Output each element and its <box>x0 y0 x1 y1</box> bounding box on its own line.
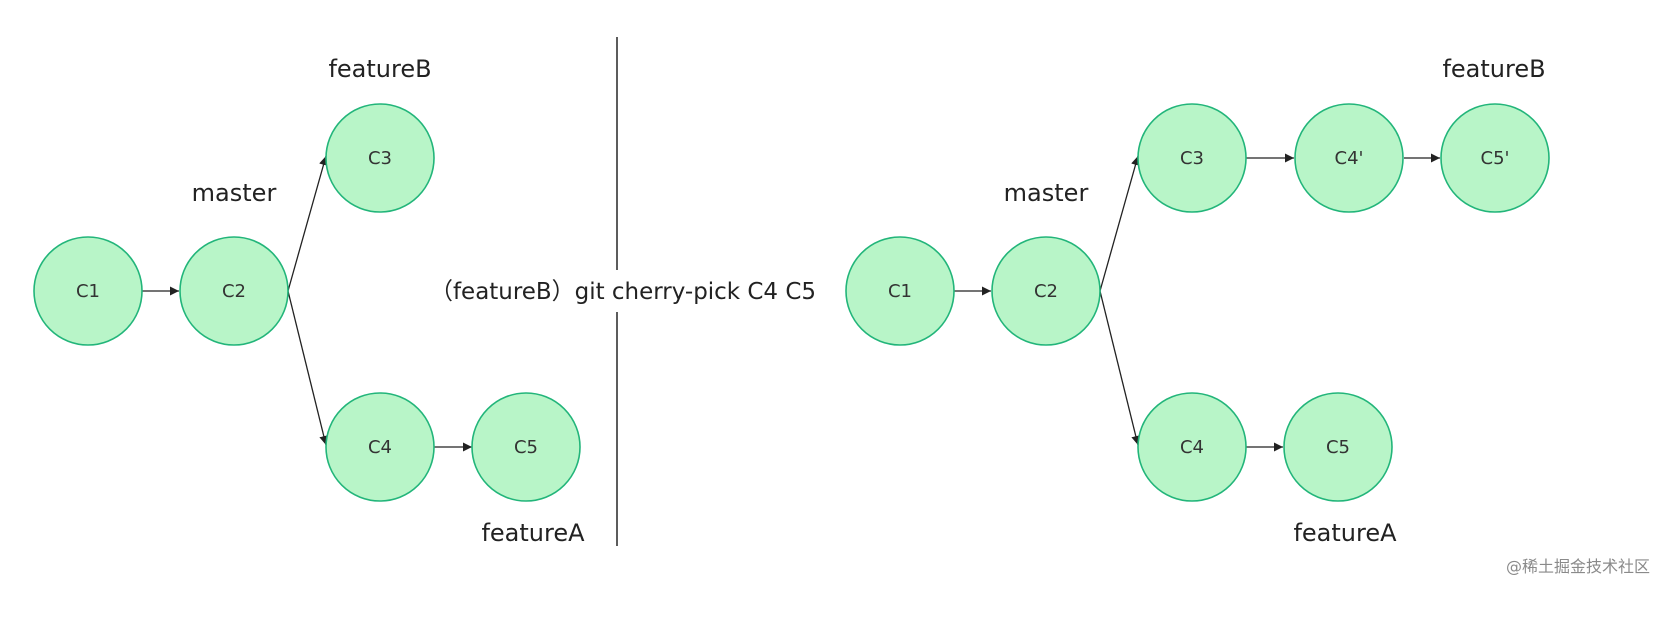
right-panel: C1 C2 C3 C4' C5' C4 <box>845 55 1550 547</box>
left-node-c4-label: C4 <box>368 437 392 458</box>
right-edge-c2-c3 <box>1099 155 1140 292</box>
right-node-c3-label: C3 <box>1180 148 1204 169</box>
right-node-c2-label: C2 <box>1034 281 1058 302</box>
right-node-c5-prime: C5' <box>1440 103 1550 213</box>
left-node-c2: C2 <box>179 236 289 346</box>
right-node-c5-prime-label: C5' <box>1481 148 1510 169</box>
left-edge-c2-c4 <box>287 290 329 446</box>
left-panel: C1 C2 C3 C4 C5 master featureB featureA <box>33 55 585 547</box>
left-node-c1: C1 <box>33 236 143 346</box>
left-node-c3: C3 <box>325 103 435 213</box>
left-node-c3-label: C3 <box>368 148 392 169</box>
right-label-featureB: featureB <box>1442 55 1545 83</box>
right-node-c5: C5 <box>1283 392 1393 502</box>
right-label-featureA: featureA <box>1293 519 1397 547</box>
right-node-c4-prime-label: C4' <box>1335 148 1364 169</box>
left-node-c2-label: C2 <box>222 281 246 302</box>
left-label-featureB: featureB <box>328 55 431 83</box>
right-node-c5-label: C5 <box>1326 437 1350 458</box>
cherry-pick-command: （featureB）git cherry-pick C4 C5 <box>430 277 816 305</box>
left-node-c1-label: C1 <box>76 281 100 302</box>
right-node-c4: C4 <box>1137 392 1247 502</box>
right-node-c2: C2 <box>991 236 1101 346</box>
watermark-text: @稀土掘金技术社区 <box>1506 557 1650 576</box>
right-node-c3: C3 <box>1137 103 1247 213</box>
left-label-featureA: featureA <box>481 519 585 547</box>
right-label-master: master <box>1004 179 1089 207</box>
left-edge-c2-c3 <box>287 155 328 292</box>
right-node-c1: C1 <box>845 236 955 346</box>
right-edge-c2-c4 <box>1099 290 1141 446</box>
right-node-c1-label: C1 <box>888 281 912 302</box>
left-node-c5: C5 <box>471 392 581 502</box>
left-node-c5-label: C5 <box>514 437 538 458</box>
right-node-c4-label: C4 <box>1180 437 1204 458</box>
right-node-c4-prime: C4' <box>1294 103 1404 213</box>
left-label-master: master <box>192 179 277 207</box>
left-node-c4: C4 <box>325 392 435 502</box>
